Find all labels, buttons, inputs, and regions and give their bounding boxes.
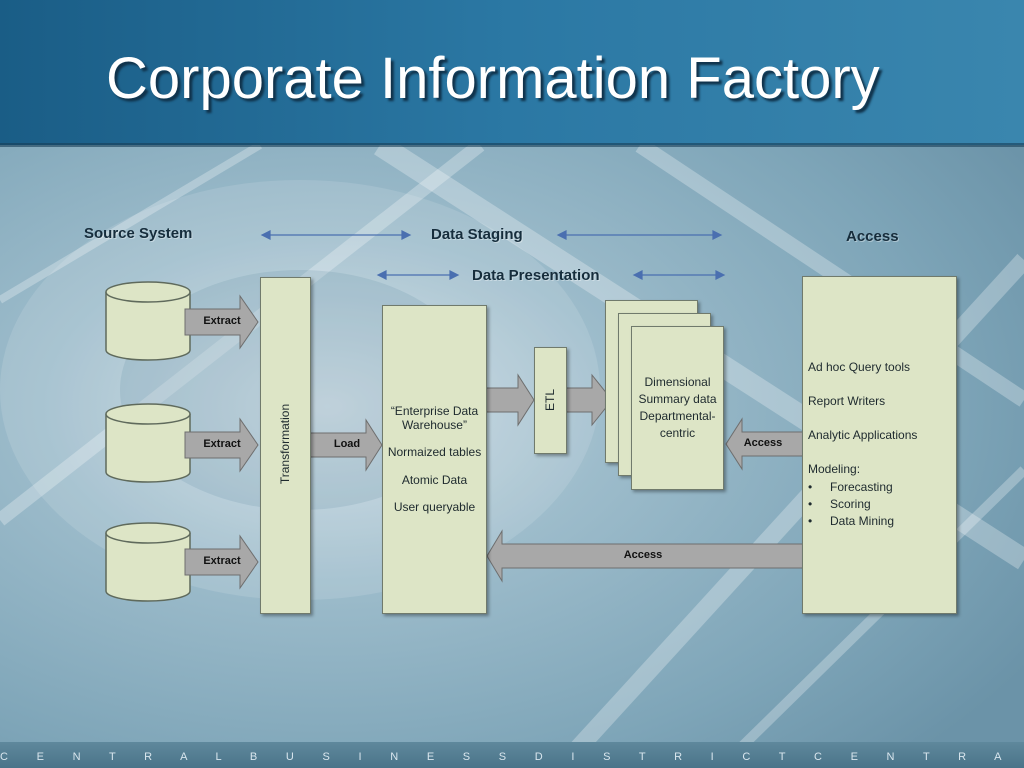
database-icon [105,403,191,483]
dimensional-line3: Departmental- [639,409,716,423]
access-item-analytic: Analytic Applications [808,428,918,442]
load-arrow [309,418,383,472]
dimensional-line1: Dimensional [644,375,711,389]
warehouse-item-atomic: Atomic Data [401,473,468,487]
load-label: Load [333,438,361,450]
warehouse-title-line1: “Enterprise Data [390,404,479,418]
modeling-bullet-1: •Forecasting [808,480,893,494]
connector-staging-access [556,230,723,240]
connector-source-staging [260,230,412,240]
transformation-box [260,277,311,614]
presentation-box-front [631,326,724,490]
access-tools-box [802,276,957,614]
header-connectors [260,230,726,280]
header-access: Access [846,228,899,245]
header-data-presentation: Data Presentation [472,267,600,284]
modeling-bullet-2: •Scoring [808,497,871,511]
extract-arrow-3 [184,534,259,590]
database-icon [105,281,191,361]
connector-presentation-left [376,270,460,280]
extract-label-1: Extract [203,315,241,327]
access-item-adhoc: Ad hoc Query tools [808,360,911,374]
access-label-warehouse: Access [623,549,663,561]
bullet-icon: • [808,480,813,494]
etl-box [534,347,567,454]
etl-label: ETL [543,389,557,412]
bullet-icon: • [808,497,813,511]
bullet-icon: • [808,514,813,528]
extract-arrow-2 [184,417,259,473]
access-label-presentation: Access [743,437,783,449]
warehouse-item-queryable: User queryable [393,500,476,514]
modeling-bullet-3: •Data Mining [808,514,895,528]
warehouse-item-normalized: Normaized tables [387,445,482,459]
access-arrow-presentation [725,417,806,471]
footer-band-text: C E N T R A L B U S I N E S S D I S T R … [0,751,1024,763]
dimensional-line2: Summary data [638,392,717,406]
warehouse-title-line2: Warehouse” [402,418,467,432]
connector-presentation-right [632,270,726,280]
slide-title: Corporate Information Factory [106,46,880,111]
warehouse-to-etl-arrow [485,373,535,427]
access-arrow-warehouse [486,529,806,583]
source-databases [105,281,191,602]
extract-arrow-1 [184,294,259,350]
access-item-modeling: Modeling: [808,462,861,476]
extract-label-3: Extract [203,555,241,567]
warehouse-box [382,305,487,614]
extract-label-2: Extract [203,438,241,450]
header-data-staging: Data Staging [431,226,523,243]
dimensional-line4: centric [659,426,696,440]
etl-to-presentation-arrow [565,373,613,427]
header-source-system: Source System [84,225,193,242]
transformation-label: Transformation [278,403,292,485]
database-icon [105,522,191,602]
access-item-report: Report Writers [808,394,886,408]
